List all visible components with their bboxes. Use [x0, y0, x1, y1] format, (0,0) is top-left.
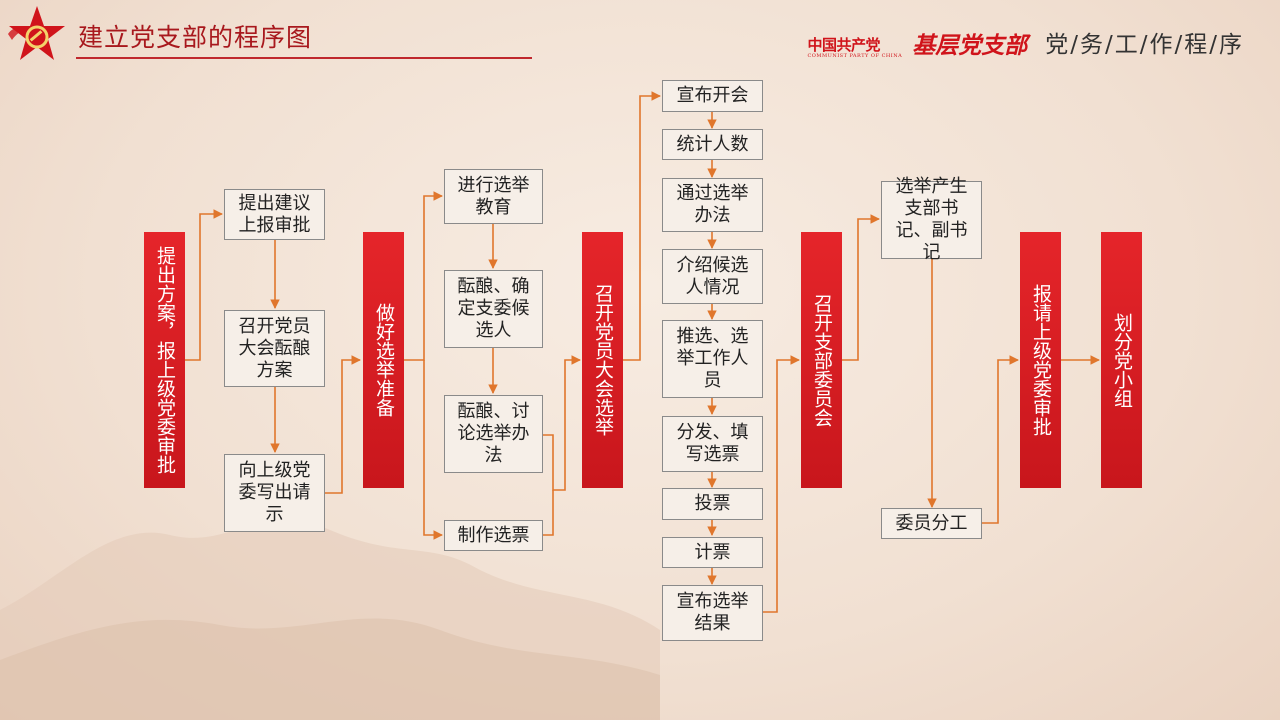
- step-elect-secretary: 选举产生支部书记、副书记: [881, 176, 982, 263]
- title-underline: [76, 57, 532, 59]
- page-title: 建立党支部的程序图: [78, 23, 313, 52]
- step-open-meeting: 宣布开会: [662, 80, 763, 112]
- step-assign-duties: 委员分工: [881, 508, 982, 539]
- stage-report-approval: 报请上级党委审批: [1020, 232, 1061, 488]
- stage-branch-committee: 召开支部委员会: [801, 232, 842, 488]
- step-discuss-plan: 召开党员大会酝酿方案: [224, 310, 325, 387]
- step-write-request: 向上级党委写出请示: [224, 454, 325, 532]
- step-vote: 投票: [662, 488, 763, 520]
- brand-procedure: 党/务/工/作/程/序: [1045, 32, 1244, 58]
- stage-propose-plan: 提出方案，报上级党委审批: [144, 232, 185, 488]
- step-election-education: 进行选举教育: [444, 169, 543, 224]
- mountain-background: [0, 520, 660, 720]
- brand-logo-text: 中国共产党 COMMUNIST PARTY OF CHINA: [807, 37, 902, 60]
- step-submit-proposal: 提出建议上报审批: [224, 189, 325, 240]
- step-count-attendance: 统计人数: [662, 129, 763, 160]
- step-announce-results: 宣布选举结果: [662, 585, 763, 641]
- brand-cn: 中国共产党: [807, 36, 880, 54]
- step-count-votes: 计票: [662, 537, 763, 568]
- stage-divide-groups: 划分党小组: [1101, 232, 1142, 488]
- stage-member-meeting: 召开党员大会选举: [582, 232, 623, 488]
- step-distribute-ballots: 分发、填写选票: [662, 416, 763, 472]
- step-confirm-candidates: 酝酿、确定支委候选人: [444, 270, 543, 348]
- brand-en: COMMUNIST PARTY OF CHINA: [807, 53, 903, 59]
- party-emblem-icon: [8, 6, 65, 60]
- step-make-ballots: 制作选票: [444, 520, 543, 551]
- brand-header: 中国共产党 COMMUNIST PARTY OF CHINA 基层党支部 党/务…: [807, 30, 1244, 60]
- step-introduce-candidates: 介绍候选人情况: [662, 249, 763, 304]
- brand-big: 基层党支部: [912, 33, 1028, 59]
- step-pass-method: 通过选举办法: [662, 178, 763, 232]
- stage-prepare-election: 做好选举准备: [363, 232, 404, 488]
- step-election-method: 酝酿、讨论选举办法: [444, 395, 543, 473]
- step-elect-staff: 推选、选举工作人员: [662, 320, 763, 398]
